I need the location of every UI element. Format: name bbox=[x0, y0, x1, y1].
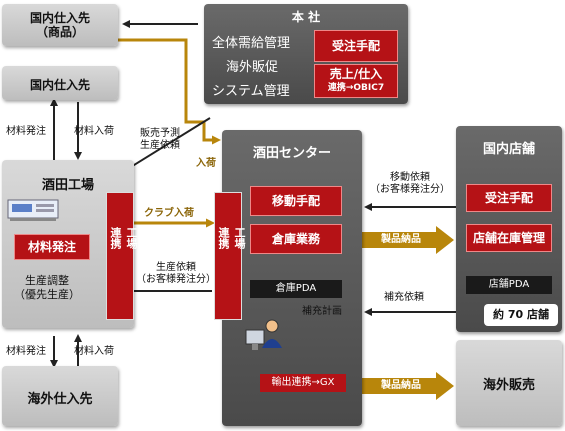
move-arrangement-box: 移動手配 bbox=[250, 186, 342, 216]
production-adjust-label: 生産調整 （優先生産） bbox=[14, 274, 80, 301]
product-delivery-label-2: 製品納品 bbox=[381, 380, 421, 391]
store-inventory-box: 店舗在庫管理 bbox=[466, 224, 552, 252]
sales-forecast-arrow bbox=[124, 117, 211, 172]
production-request-label: 生産依頼 （お客様発注分） bbox=[136, 262, 216, 285]
factory-link-left: 工場 連携 bbox=[106, 192, 138, 320]
domestic-supplier-goods-title: 国内仕入先 （商品） bbox=[29, 11, 90, 39]
person-pc-icon bbox=[244, 316, 284, 356]
arrival-label: 入荷 bbox=[196, 158, 216, 169]
factory-link-right: 工場 連携 bbox=[214, 192, 246, 320]
move-request-label: 移動依頼 （お客様発注分） bbox=[370, 172, 450, 195]
domestic-supplier-goods-box: 国内仕入先 （商品） bbox=[2, 4, 118, 46]
store-count-badge: 約 70 店舗 bbox=[484, 304, 558, 326]
sakata-center-box: 酒田センター 移動手配 倉庫業務 倉庫PDA 輸出連携→GX bbox=[222, 130, 362, 426]
obic-link-label: 連携→OBIC7 bbox=[327, 83, 385, 93]
product-delivery-arrow-2: 製品納品 bbox=[358, 372, 454, 400]
overseas-sales-box: 海外販売 bbox=[456, 340, 562, 426]
sales-purchase-box: 売上/仕入 連携→OBIC7 bbox=[314, 64, 398, 98]
sakata-center-title: 酒田センター bbox=[252, 146, 331, 161]
material-arrival-top-label: 材料入荷 bbox=[74, 126, 114, 137]
warehouse-pda-box: 倉庫PDA bbox=[250, 280, 342, 298]
club-arrival-label: クラブ入荷 bbox=[144, 208, 194, 219]
factory-machine-icon bbox=[6, 194, 62, 224]
sales-purchase-label: 売上/仕入 bbox=[329, 67, 383, 81]
product-delivery-label: 製品納品 bbox=[381, 234, 421, 245]
material-order-bottom-label: 材料発注 bbox=[6, 346, 46, 357]
sakata-factory-title: 酒田工場 bbox=[41, 178, 94, 193]
honsha-item-3: システム管理 bbox=[212, 84, 290, 99]
overseas-sales-title: 海外販売 bbox=[482, 378, 535, 393]
store-order-box: 受注手配 bbox=[466, 184, 552, 212]
domestic-supplier-box: 国内仕入先 bbox=[2, 66, 118, 100]
overseas-supplier-box: 海外仕入先 bbox=[2, 366, 118, 426]
honsha-box: 本 社 全体需給管理 海外販促 システム管理 受注手配 売上/仕入 連携→OBI… bbox=[204, 4, 408, 104]
product-delivery-arrow: 製品納品 bbox=[358, 226, 454, 254]
honsha-item-1: 全体需給管理 bbox=[212, 36, 291, 51]
factory-link-right-label: 工場 連携 bbox=[217, 227, 246, 249]
arrival-arrow bbox=[118, 38, 221, 145]
replenish-plan-label: 補充計画 bbox=[302, 306, 342, 317]
store-pda-box: 店舗PDA bbox=[466, 276, 552, 294]
sales-forecast-label: 販売予測 生産依頼 bbox=[140, 128, 180, 151]
material-order-top-label: 材料発注 bbox=[6, 126, 46, 137]
export-link-box: 輸出連携→GX bbox=[260, 374, 346, 392]
order-arrangement-box: 受注手配 bbox=[314, 30, 398, 62]
warehouse-ops-box: 倉庫業務 bbox=[250, 224, 342, 254]
material-arrival-bottom-label: 材料入荷 bbox=[74, 346, 114, 357]
overseas-supplier-title: 海外仕入先 bbox=[27, 392, 93, 407]
domestic-stores-box: 国内店舗 受注手配 店舗在庫管理 店舗PDA 約 70 店舗 bbox=[456, 126, 562, 332]
material-order-box: 材料発注 bbox=[14, 234, 90, 260]
factory-link-left-label: 工場 連携 bbox=[109, 227, 138, 249]
replenish-request-label: 補充依頼 bbox=[384, 292, 424, 303]
domestic-stores-title: 国内店舗 bbox=[482, 142, 535, 157]
honsha-title: 本 社 bbox=[291, 10, 321, 24]
honsha-item-2: 海外販促 bbox=[226, 60, 279, 75]
domestic-supplier-title: 国内仕入先 bbox=[29, 78, 90, 92]
